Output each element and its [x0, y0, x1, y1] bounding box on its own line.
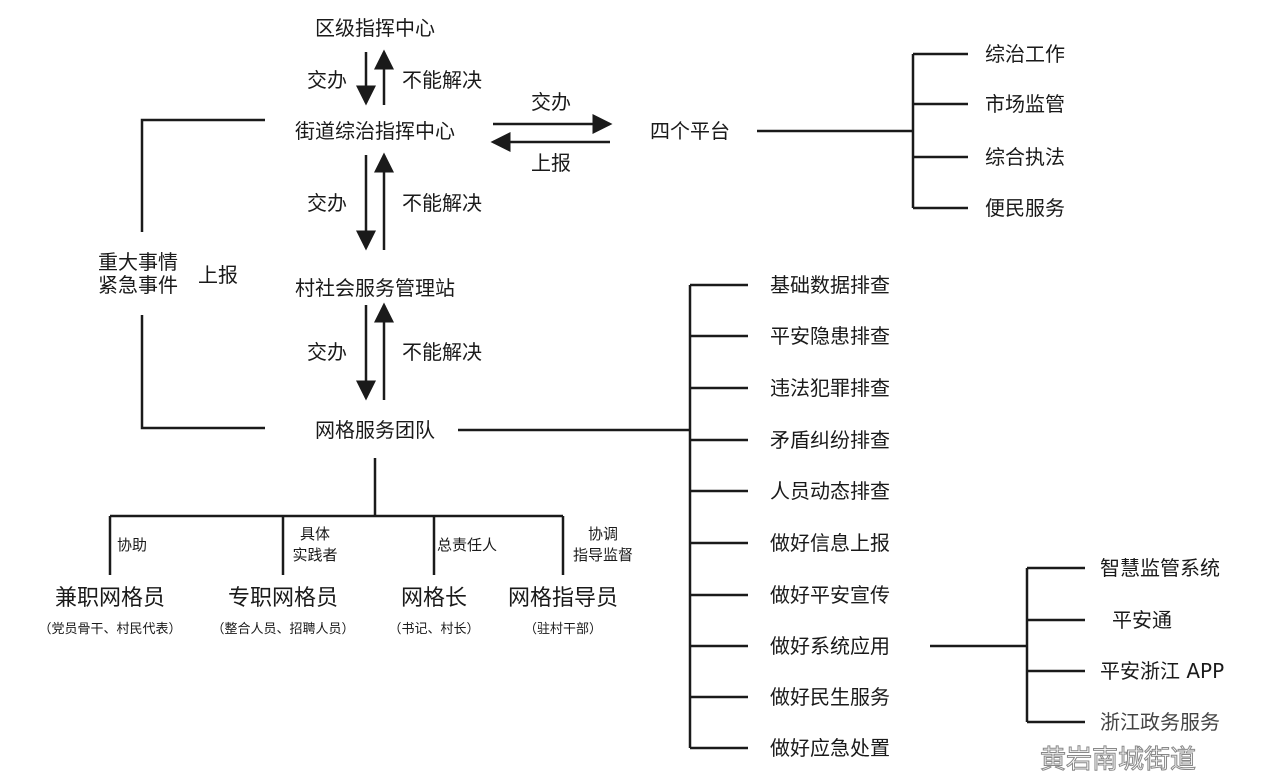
report-label: 上报 — [531, 151, 571, 175]
role-name: 网格长 — [400, 585, 468, 611]
role-note: （驻村干部） — [523, 621, 603, 637]
role-name: 专职网格员 — [227, 585, 339, 611]
grid-service-team: 网格服务团队 — [315, 418, 435, 442]
duty-item: 做好系统应用 — [770, 634, 890, 658]
role-note: （党员骨干、村民代表） — [38, 621, 182, 637]
assign-label: 交办 — [531, 90, 571, 114]
unresolved-label: 不能解决 — [402, 340, 482, 364]
role-relation: 协助 — [117, 535, 148, 554]
role-relation: 指导监督 — [572, 545, 634, 564]
role-relation: 协调 — [587, 524, 619, 543]
duty-item: 平安隐患排查 — [770, 324, 890, 348]
duty-item: 做好平安宣传 — [770, 583, 890, 607]
platform-item: 市场监管 — [985, 92, 1065, 116]
role-name: 网格指导员 — [507, 585, 619, 611]
duty-item: 矛盾纠纷排查 — [770, 428, 890, 452]
role-relation: 具体 — [299, 524, 331, 543]
unresolved-label: 不能解决 — [402, 191, 482, 215]
duty-item: 做好应急处置 — [770, 736, 890, 760]
district-command-center: 区级指挥中心 — [315, 16, 435, 40]
system-item: 浙江政务服务 — [1100, 710, 1220, 734]
duty-item: 违法犯罪排查 — [770, 376, 890, 400]
duty-item: 做好信息上报 — [770, 531, 890, 555]
emergency-report-label: 上报 — [198, 263, 238, 287]
platform-item: 便民服务 — [985, 196, 1065, 220]
assign-label: 交办 — [307, 191, 347, 215]
role-name: 兼职网格员 — [54, 585, 166, 611]
assign-label: 交办 — [307, 68, 347, 92]
duty-item: 人员动态排查 — [770, 479, 890, 503]
duty-item: 基础数据排查 — [770, 273, 890, 297]
village-service-station: 村社会服务管理站 — [295, 276, 455, 300]
street-command-center: 街道综治指挥中心 — [295, 119, 455, 143]
role-relation: 实践者 — [292, 545, 338, 564]
system-item: 智慧监管系统 — [1100, 556, 1220, 580]
system-item: 平安浙江 APP — [1100, 659, 1225, 683]
role-relation: 总责任人 — [437, 535, 498, 554]
four-platforms: 四个平台 — [650, 119, 730, 143]
role-note: （整合人员、招聘人员） — [211, 621, 355, 637]
system-item: 平安通 — [1112, 608, 1172, 632]
duty-item: 做好民生服务 — [770, 685, 890, 709]
platform-item: 综合执法 — [985, 145, 1065, 169]
emergency-line2: 紧急事件 — [98, 273, 178, 297]
watermark: 黄岩南城街道 — [1039, 745, 1197, 775]
role-note: （书记、村长） — [388, 621, 480, 637]
platform-item: 综治工作 — [985, 42, 1065, 66]
unresolved-label: 不能解决 — [402, 68, 482, 92]
emergency-line1: 重大事情 — [98, 250, 178, 274]
assign-label: 交办 — [307, 340, 347, 364]
